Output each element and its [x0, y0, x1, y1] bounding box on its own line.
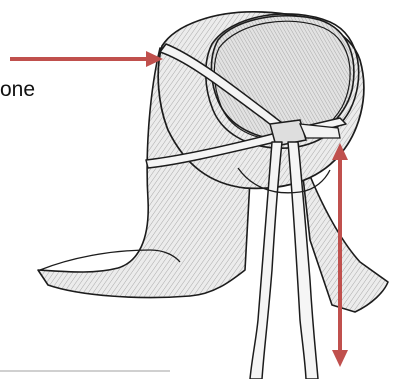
annotation-label: one: [0, 78, 35, 102]
horizontal-arrow-icon: [10, 51, 163, 67]
bottom-bar: [0, 370, 170, 372]
